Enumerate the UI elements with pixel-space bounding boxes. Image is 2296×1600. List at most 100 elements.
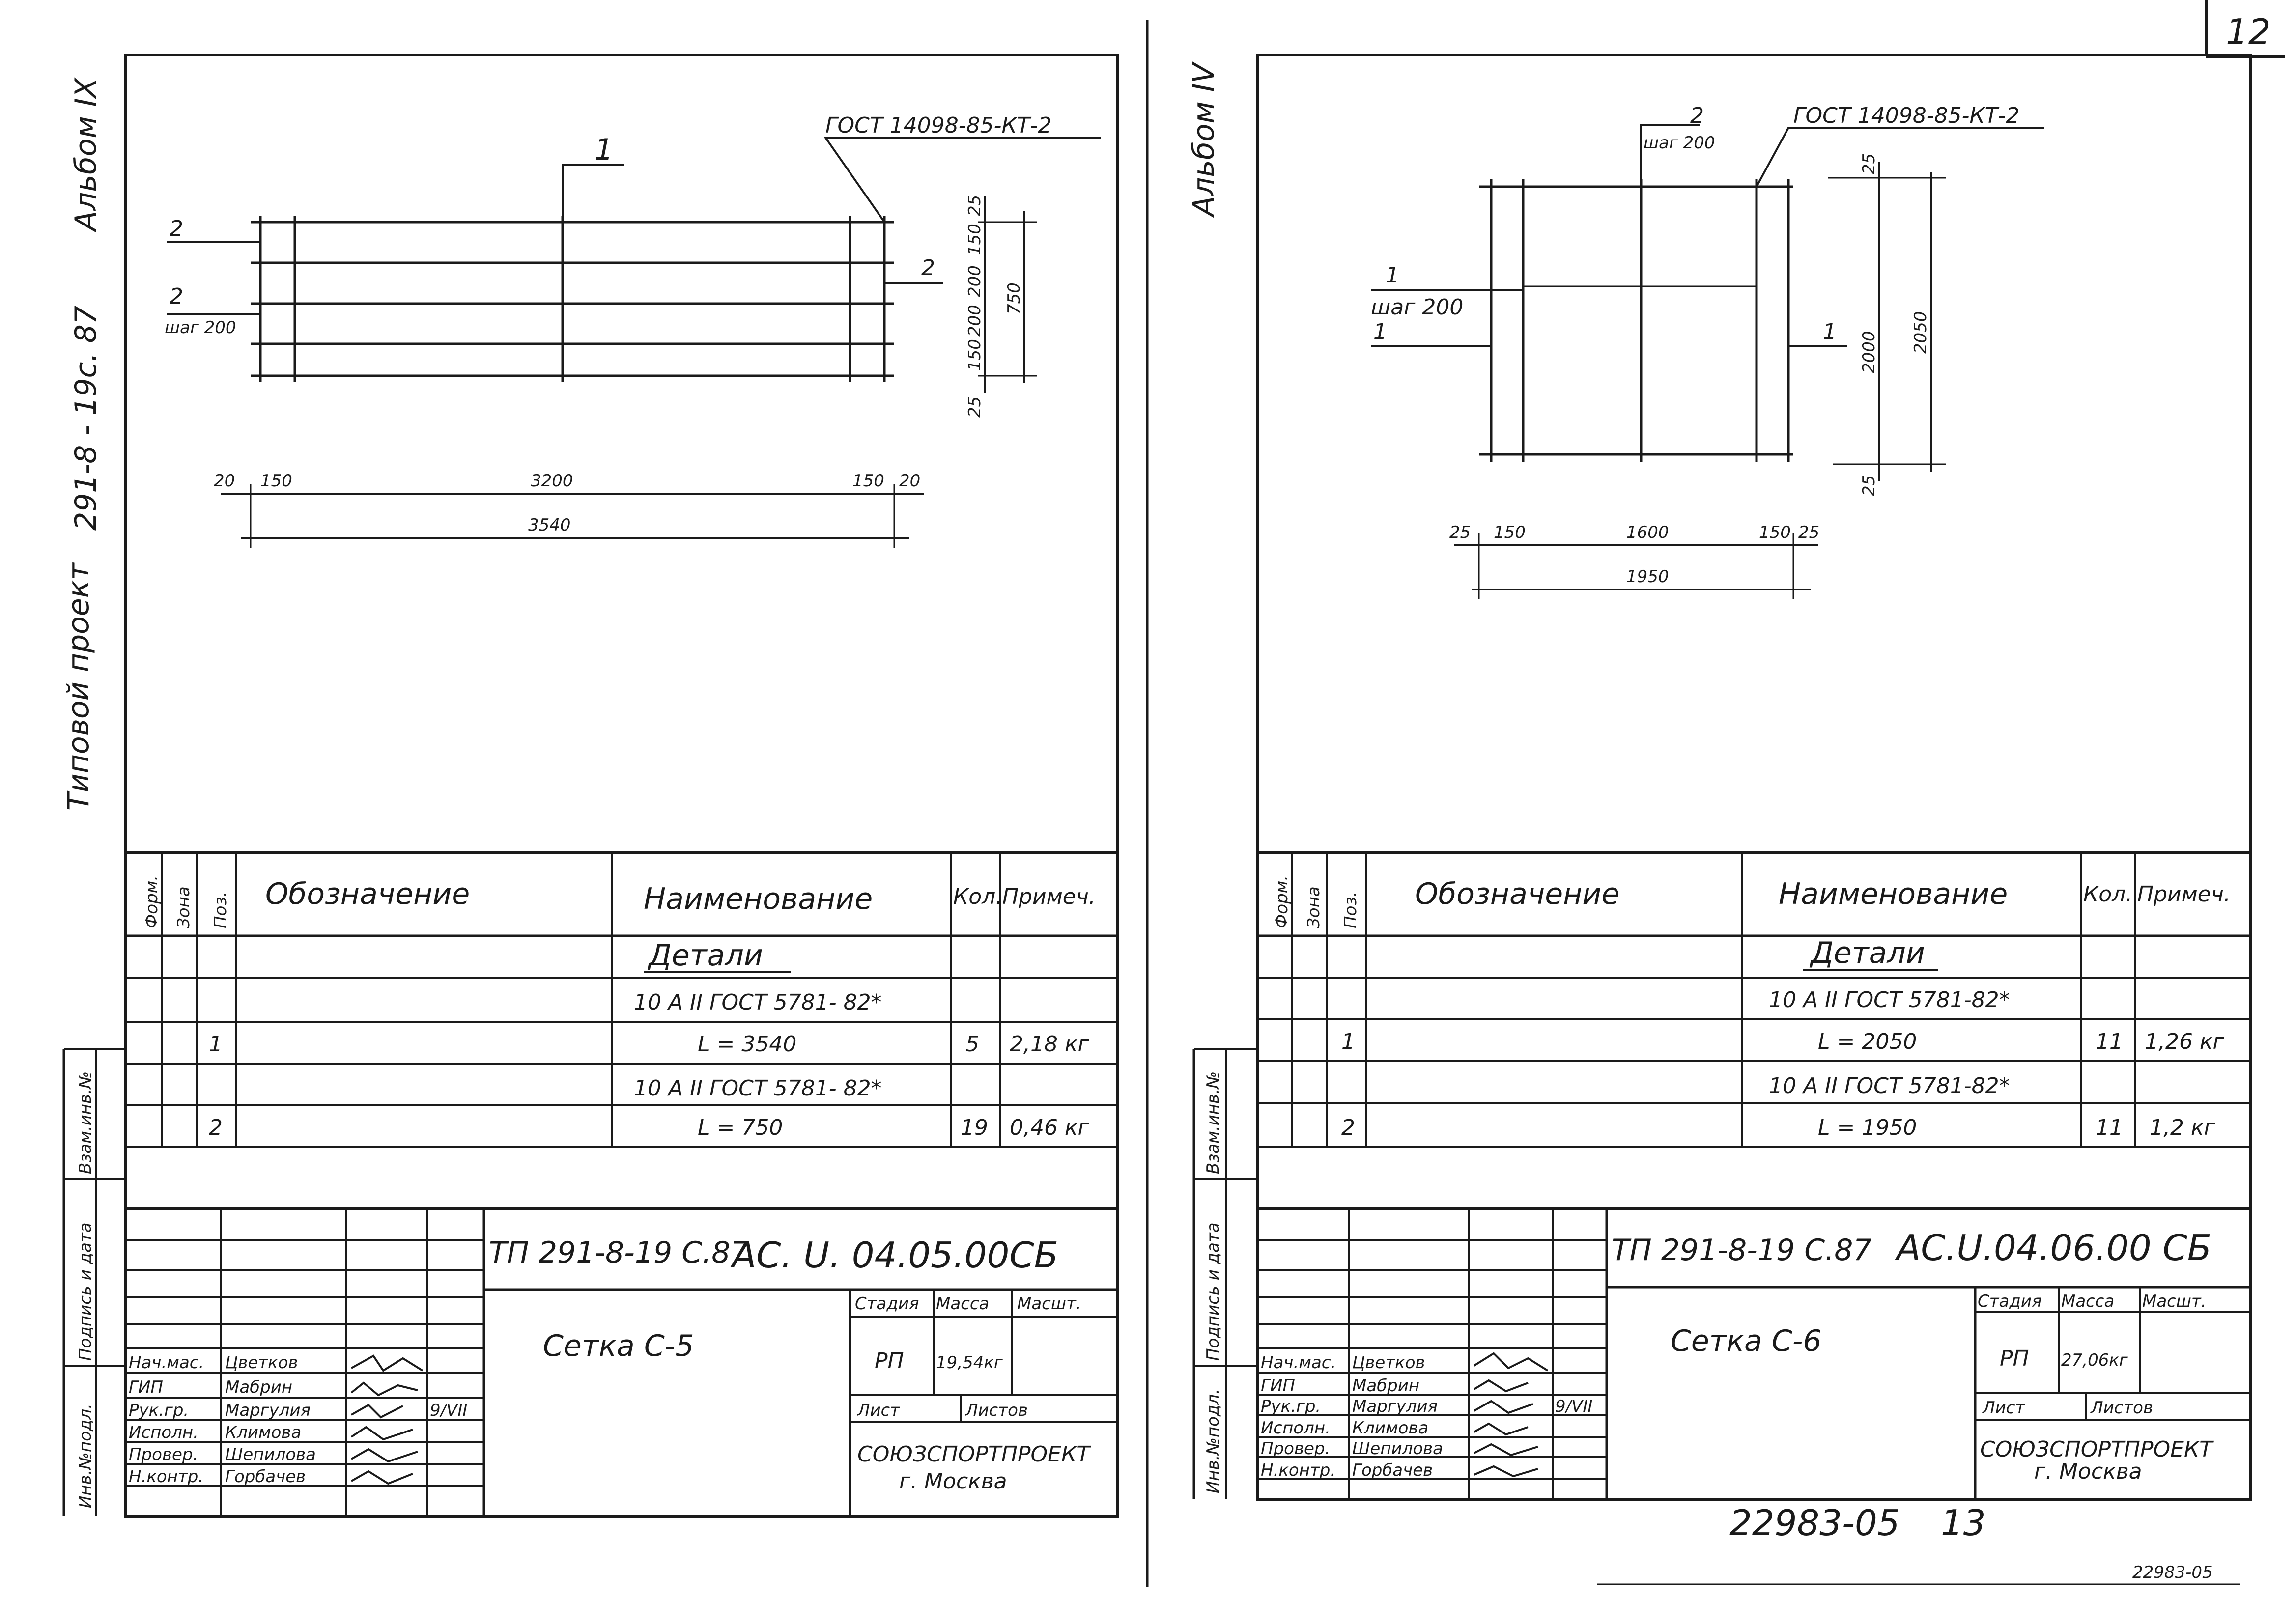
- left-row4-pos: 2: [209, 1115, 223, 1140]
- right-row2-note: 1,26 кг: [2145, 1029, 2225, 1054]
- right-dim-h5: 25: [1798, 523, 1819, 542]
- right-dim-h3: 1600: [1626, 523, 1669, 542]
- left-dim-h3: 3200: [531, 471, 573, 491]
- right-name-4: Климова: [1352, 1418, 1428, 1438]
- left-spec-table: [125, 851, 1118, 1148]
- signature-scribble: [351, 1448, 418, 1463]
- left-h-qty: Кол.: [953, 884, 1002, 909]
- right-dim-h-total: 1950: [1626, 567, 1669, 587]
- signature-scribble: [350, 1381, 418, 1397]
- archive-number-small: 22983-05: [2132, 1563, 2213, 1582]
- left-stamp-inv: Инв.№подл.: [76, 1404, 95, 1508]
- right-leader-2: [1640, 124, 1700, 187]
- left-name-5: Шепилова: [225, 1445, 316, 1464]
- right-label-1a: 1: [1386, 263, 1399, 288]
- left-dim-v1: 25: [965, 195, 985, 216]
- right-h-pos: Поз.: [1341, 892, 1361, 928]
- right-dim-h1: 25: [1449, 523, 1471, 542]
- signature-scribble: [1473, 1352, 1549, 1372]
- left-dim-h4: 150: [852, 471, 884, 491]
- left-stamp-sign: Подпись и дата: [76, 1222, 95, 1361]
- signature-scribble: [351, 1470, 413, 1485]
- left-mesh-drawing: [251, 216, 894, 382]
- left-dim-h5: 20: [899, 471, 920, 491]
- right-name-1: Цветков: [1352, 1353, 1425, 1373]
- right-stamp-sign: Подпись и дата: [1203, 1222, 1223, 1361]
- left-date-3: 9/VII: [430, 1401, 467, 1420]
- left-dim-h1: 20: [214, 471, 235, 491]
- right-mass-label: Масса: [2061, 1291, 2114, 1311]
- right-h-qty: Кол.: [2083, 882, 2132, 907]
- left-role-1: Нач.мас.: [129, 1353, 204, 1373]
- left-h-zone: Зона: [174, 886, 194, 928]
- left-side-project-code: 291-8 - 19с. 87: [69, 306, 103, 531]
- signature-scribble: [351, 1354, 424, 1372]
- right-role-4: Исполн.: [1261, 1418, 1331, 1438]
- left-frame: [124, 54, 1119, 1518]
- right-sheet: Альбом IV Инв.№подл. Подпись и дата Взам…: [1187, 54, 2252, 1501]
- left-role-4: Исполн.: [129, 1423, 198, 1442]
- left-name-4: Климова: [225, 1423, 301, 1442]
- right-dim-v-total: 2050: [1911, 311, 1930, 354]
- right-stamp-replace: Взам.инв.№: [1203, 1071, 1223, 1174]
- signature-scribble: [1473, 1379, 1529, 1393]
- left-sheets-label: Листов: [964, 1401, 1028, 1420]
- right-stage: РП: [2000, 1346, 2029, 1371]
- sheet-number: 12: [2226, 11, 2271, 53]
- left-row4-note: 0,46 кг: [1010, 1115, 1090, 1140]
- right-frame: [1256, 54, 2252, 1501]
- left-dim-v-total: 750: [1004, 282, 1024, 314]
- right-gost: ГОСТ 14098-85-КТ-2: [1793, 103, 2019, 128]
- right-stage-label: Стадия: [1978, 1291, 2041, 1311]
- right-doc-designation: АС.U.04.06.00 СБ: [1895, 1227, 2211, 1268]
- right-row2-pos: 1: [1341, 1029, 1355, 1054]
- left-mass-label: Масса: [936, 1294, 989, 1314]
- right-mesh-drawing: [1479, 179, 1793, 462]
- left-scale-label: Масшт.: [1017, 1294, 1081, 1314]
- right-row4-pos: 2: [1341, 1115, 1355, 1140]
- left-h-pos: Поз.: [211, 892, 230, 928]
- archive-page: 13: [1941, 1502, 1986, 1544]
- right-org: СОЮЗСПОРТПРОЕКТ: [1980, 1437, 2214, 1462]
- right-role-5: Провер.: [1261, 1439, 1330, 1459]
- signature-scribble: [351, 1404, 403, 1419]
- right-name-6: Горбачев: [1352, 1460, 1433, 1480]
- right-sheet-label: Лист: [1982, 1398, 2025, 1418]
- left-h-designation: Обозначение: [265, 877, 470, 911]
- archive-number: 22983-05: [1729, 1502, 1900, 1544]
- right-title: Сетка С-6: [1671, 1324, 1822, 1358]
- left-label-2c: 2: [921, 255, 935, 281]
- right-sheets-label: Листов: [2090, 1398, 2153, 1418]
- left-leader-1: [562, 164, 624, 222]
- left-dim-v5: 150: [965, 339, 985, 371]
- left-row2-qty: 5: [965, 1032, 979, 1057]
- left-h-name: Наименование: [644, 882, 873, 916]
- right-name-2: Мабрин: [1352, 1376, 1419, 1396]
- left-h-form: Форм.: [142, 875, 162, 928]
- right-dim-h4: 150: [1759, 523, 1791, 542]
- left-role-3: Рук.гр.: [129, 1401, 189, 1420]
- right-step-left: шаг 200: [1371, 295, 1463, 320]
- left-label-2b: 2: [170, 284, 183, 309]
- left-side-album: Альбом IX: [69, 77, 103, 233]
- right-h-zone: Зона: [1304, 886, 1324, 928]
- left-dim-v4: 200: [965, 305, 985, 337]
- right-label-1b: 1: [1373, 319, 1387, 344]
- left-stage-label: Стадия: [855, 1294, 919, 1314]
- right-section: Детали: [1809, 936, 1925, 970]
- left-row3-name: 10 А II ГОСТ 5781- 82*: [634, 1076, 882, 1101]
- right-row2-name: L = 2050: [1818, 1029, 1917, 1054]
- left-row1-name: 10 А II ГОСТ 5781- 82*: [634, 990, 882, 1015]
- right-row4-note: 1,2 кг: [2150, 1115, 2216, 1140]
- left-label-2a: 2: [170, 216, 183, 241]
- right-h-designation: Обозначение: [1415, 877, 1619, 911]
- left-name-6: Горбачев: [225, 1467, 306, 1487]
- left-row4-qty: 19: [961, 1115, 988, 1140]
- left-dim-v6: 25: [965, 396, 985, 418]
- right-h-name: Наименование: [1779, 877, 2008, 911]
- left-sheet: Альбом IX 291-8 - 19с. 87 Типовой проект…: [61, 54, 1119, 1518]
- right-dim-h2: 150: [1494, 523, 1526, 542]
- right-dim-v3: 25: [1859, 475, 1879, 496]
- right-dim-v2: 2000: [1859, 331, 1879, 373]
